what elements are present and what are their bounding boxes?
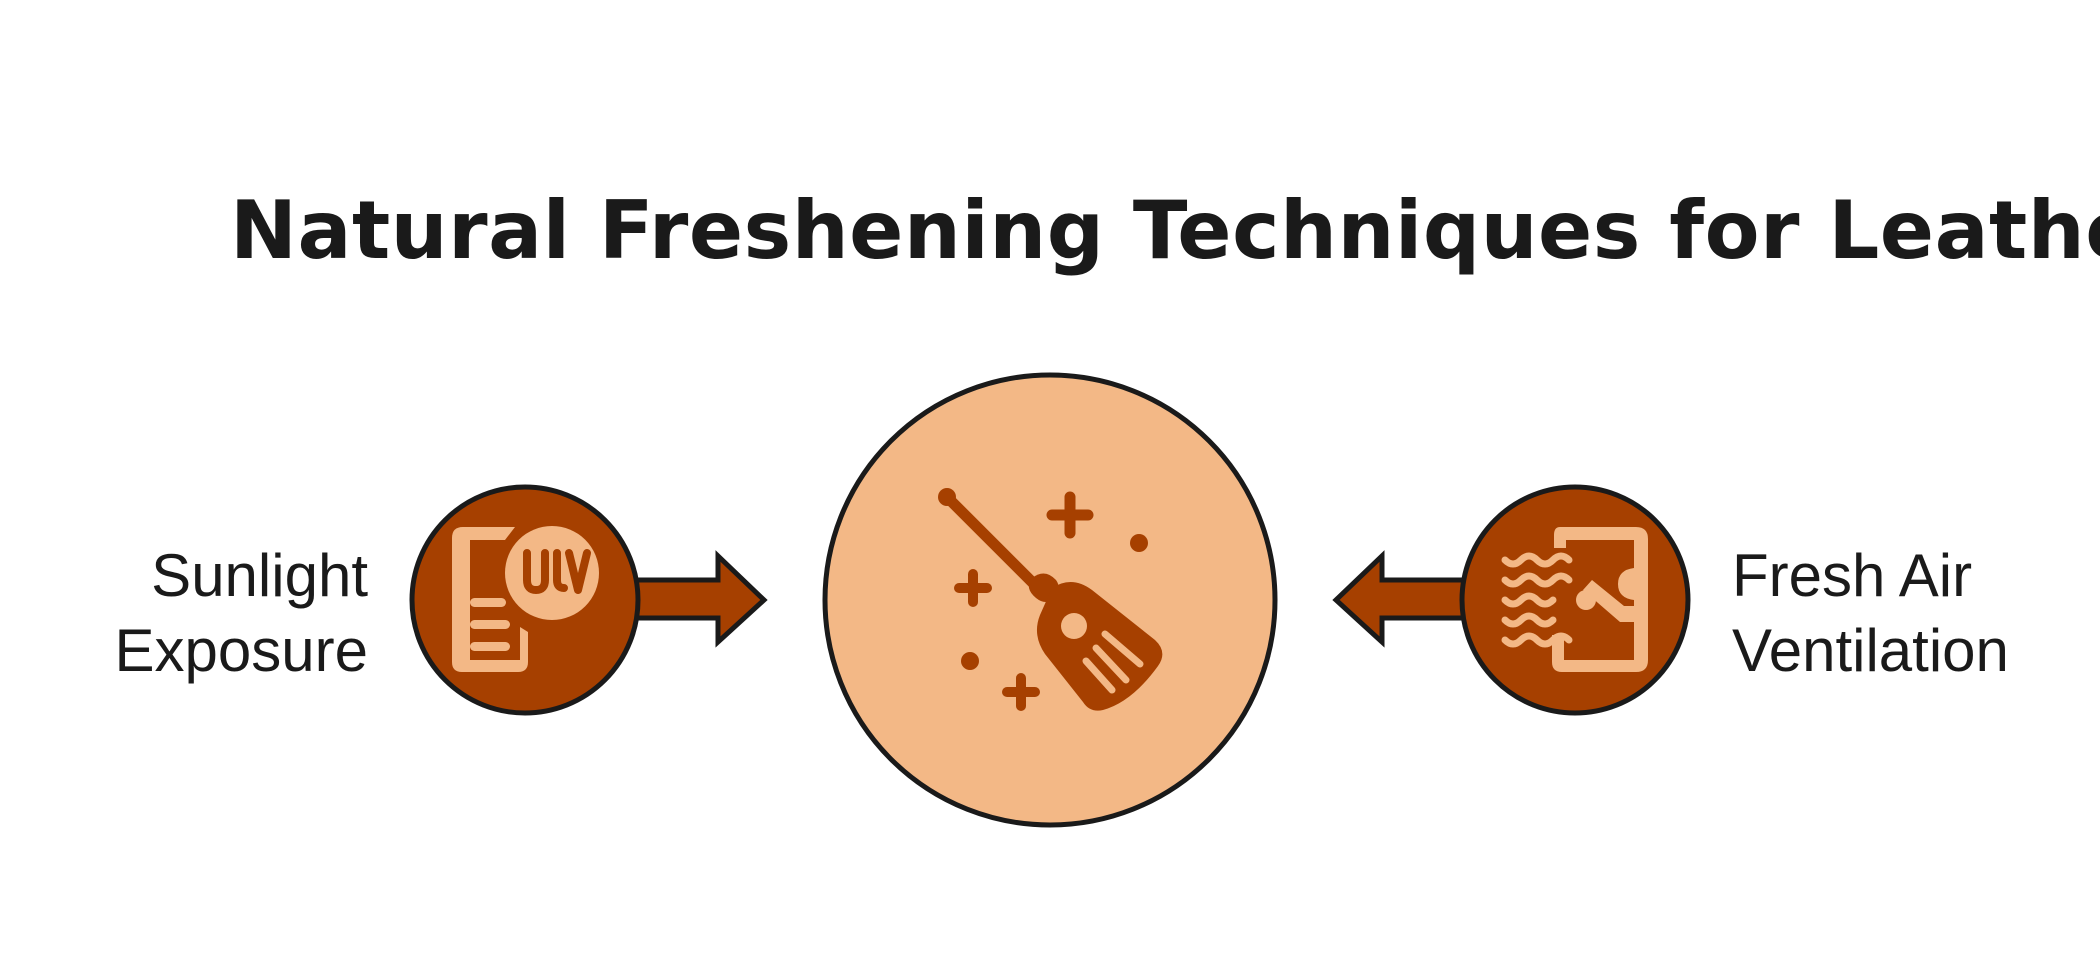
- sparkle-icon: [1046, 491, 1094, 539]
- fresh-air-ventilation-label: Fresh Air Ventilation: [1732, 538, 2009, 688]
- center-node: [822, 372, 1278, 828]
- right-arrow: [1332, 550, 1473, 648]
- sunlight-label-line2: Exposure: [114, 617, 368, 684]
- sunlight-label-line1: Sunlight: [151, 542, 368, 609]
- sparkle-dot-icon: [1130, 534, 1148, 552]
- left-arrow: [627, 550, 768, 648]
- diagram-title: Natural Freshening Techniques for Leathe…: [230, 184, 2100, 277]
- air-ventilation-icon: [1501, 527, 1648, 672]
- cleaning-brush-icon: [938, 488, 1163, 711]
- sparkle-icon: [1002, 673, 1040, 711]
- uv-sunlight-icon: [452, 526, 599, 672]
- fresh-air-label-line1: Fresh Air: [1732, 542, 1973, 609]
- sparkle-dot-icon: [961, 652, 979, 670]
- sunlight-node: [409, 484, 641, 716]
- fresh-air-node: [1459, 484, 1691, 716]
- fresh-air-label-line2: Ventilation: [1732, 617, 2009, 684]
- sunlight-exposure-label: Sunlight Exposure: [115, 538, 368, 688]
- sparkle-icon: [954, 569, 992, 607]
